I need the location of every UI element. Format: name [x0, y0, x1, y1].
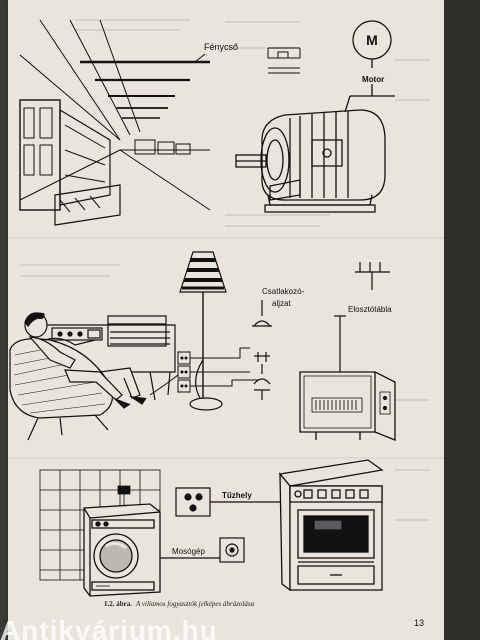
label-fenycso: Fénycső	[204, 42, 238, 52]
stove-symbol	[175, 487, 284, 517]
distribution-cabinet-drawing	[299, 371, 396, 441]
washing-machine-drawing	[83, 503, 161, 597]
figure-caption: 1.2. ábra. A villamos fogyasztók jelképes…	[104, 600, 344, 608]
wall-outlets-drawing	[149, 347, 258, 396]
floor-lamp-drawing	[179, 251, 227, 411]
motor-symbol-letter: M	[366, 32, 378, 48]
electric-cooker-drawing	[278, 459, 384, 592]
washing-machine-symbol	[160, 537, 245, 563]
label-csatlakozo-line1: Csatlakozó-	[262, 287, 305, 296]
factory-hall-drawing	[19, 19, 211, 226]
page-number: 13	[414, 618, 425, 628]
show-through-text	[20, 19, 430, 521]
caption-text: A villamos fogyasztók jelképes ábrázolás…	[136, 600, 255, 608]
electric-motor-drawing	[235, 109, 386, 213]
label-motor: Motor	[362, 75, 384, 84]
motor-symbol	[344, 20, 395, 113]
socket-symbols	[252, 300, 272, 400]
watermark-text: Antikvárium.hu	[0, 616, 218, 640]
caption-number: 1.2. ábra.	[104, 600, 132, 608]
armchair-with-man-drawing	[9, 312, 147, 441]
label-tuzhely: Tűzhely	[222, 491, 252, 500]
label-elosztotabla: Elosztótábla	[348, 305, 392, 314]
label-mosogep: Mosógép	[172, 547, 205, 556]
adjacent-page-edge	[444, 0, 480, 640]
label-csatlakozo-line2: aljzat	[272, 299, 291, 308]
fluorescent-tube-symbol	[267, 47, 301, 74]
distribution-board-symbol	[334, 262, 390, 372]
